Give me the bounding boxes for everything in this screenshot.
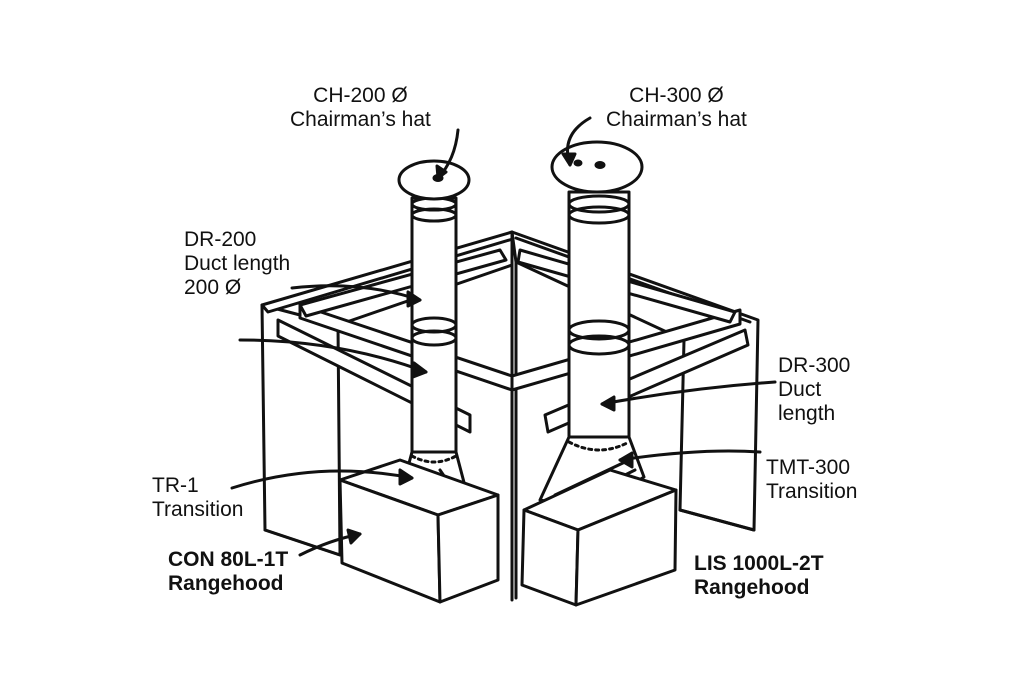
- label-dr300-line3: length: [778, 402, 836, 425]
- label-ch300: CH-300 Ø Chairman’s hat: [606, 84, 747, 132]
- label-lis1000-line2: Rangehood: [694, 576, 810, 599]
- label-con80-line2: Rangehood: [168, 572, 284, 595]
- label-ch200: CH-200 Ø Chairman’s hat: [290, 84, 431, 132]
- label-dr200-line3: 200 Ø: [184, 276, 242, 299]
- label-lis1000-line1: LIS 1000L-2T: [694, 552, 824, 575]
- label-ch300-line1: CH-300 Ø: [629, 84, 724, 107]
- hat-ch300: [550, 140, 644, 194]
- label-ch300-line2: Chairman’s hat: [606, 108, 747, 131]
- label-tr1-line2: Transition: [152, 498, 244, 521]
- label-dr300-line1: DR-300: [778, 354, 851, 377]
- hat-ch200: [397, 159, 471, 201]
- rangehood-con80: [338, 458, 500, 604]
- label-tmt300: TMT-300 Transition: [766, 456, 857, 504]
- leader-arrows: [230, 116, 777, 557]
- label-dr200-line2: Duct length: [184, 252, 291, 275]
- label-ch200-line1: CH-200 Ø: [313, 84, 408, 107]
- label-tr1: TR-1 Transition: [152, 474, 243, 522]
- duct-dr300: [567, 190, 631, 439]
- label-dr300-line2: Duct: [778, 378, 822, 401]
- label-tmt300-line2: Transition: [766, 480, 858, 503]
- label-dr200: DR-200 Duct length 200 Ø: [184, 228, 290, 300]
- label-tr1-line1: TR-1: [152, 474, 199, 497]
- label-con80: CON 80L-1T Rangehood: [168, 548, 288, 596]
- label-ch200-line2: Chairman’s hat: [290, 108, 431, 131]
- duct-dr200: [410, 190, 458, 455]
- rangehood-lis1000: [520, 468, 678, 607]
- label-tmt300-line1: TMT-300: [766, 456, 851, 479]
- label-con80-line1: CON 80L-1T: [168, 548, 289, 571]
- label-dr200-line1: DR-200: [184, 228, 257, 251]
- label-lis1000: LIS 1000L-2T Rangehood: [694, 552, 824, 600]
- label-dr300: DR-300 Duct length: [778, 354, 850, 426]
